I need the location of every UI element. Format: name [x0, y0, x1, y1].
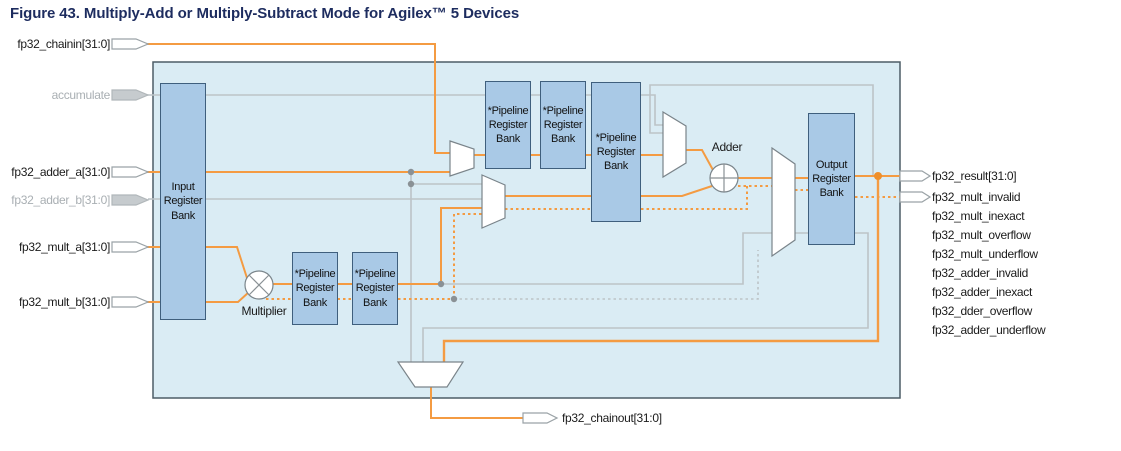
mux-accumulate [662, 110, 687, 179]
output-label-mult-inexact: fp32_mult_inexact [932, 209, 1025, 223]
active-wires [147, 43, 900, 419]
output-label-mult-invalid: fp32_mult_invalid [932, 190, 1021, 204]
mux-output-select [771, 146, 796, 258]
output-label-adder-invalid: fp32_adder_invalid [932, 266, 1029, 280]
mux-adder-input-b [481, 174, 506, 229]
junctions [407, 168, 882, 303]
wire-chainin [147, 43, 450, 154]
muxes [396, 110, 796, 388]
port-mult-b [111, 296, 150, 308]
wire-to-adder-bottom [505, 185, 713, 197]
output-label-mult-underflow: fp32_mult_underflow [932, 247, 1038, 261]
ports [111, 38, 932, 424]
junction-dot [437, 280, 445, 288]
port-chainout [522, 412, 559, 424]
port-accumulate [111, 89, 150, 101]
input-label-adder-a: fp32_adder_a[31:0] [11, 165, 110, 179]
wire-flags-bank-out [641, 186, 748, 210]
pipeline-register-bank-tall: *Pipeline Register Bank [591, 82, 641, 222]
output-register-bank: Output Register Bank [808, 113, 855, 245]
junction-dot [450, 295, 458, 303]
mux-chainout [396, 361, 465, 388]
multiplier-label: Multiplier [241, 304, 287, 318]
adder-symbol [709, 163, 739, 193]
port-adder-a [111, 166, 150, 178]
port-chainin [111, 38, 150, 50]
port-result [899, 170, 932, 182]
wire-mult-flags-gray-dotted [454, 250, 759, 300]
input-label-mult-b: fp32_mult_b[31:0] [19, 295, 110, 309]
input-register-bank: Input Register Bank [160, 83, 206, 320]
mux-chainin-adder-a [449, 140, 475, 177]
wire-chainout-loop [442, 176, 880, 362]
wire-mult-result-loop [422, 232, 869, 362]
output-label-mult-overflow: fp32_mult_overflow [932, 228, 1031, 242]
junction-dot-result [874, 172, 882, 180]
figure-title: Figure 43. Multiply-Add or Multiply-Subt… [10, 5, 520, 22]
output-label-result: fp32_result[31:0] [932, 169, 1017, 183]
junction-dot [407, 168, 415, 176]
output-label-adder-inexact: fp32_adder_inexact [932, 285, 1033, 299]
pipeline-register-bank-mult-1: *Pipeline Register Bank [292, 252, 338, 325]
multiplier-symbol [244, 270, 274, 300]
output-label-adder-overflow: fp32_dder_overflow [932, 304, 1033, 318]
wire-accumulate-feedback [649, 84, 874, 176]
input-label-adder-b: fp32_adder_b[31:0] [11, 193, 110, 207]
plus-icon [710, 164, 738, 192]
junction-dot [407, 180, 415, 188]
multiply-x-icon [248, 274, 270, 296]
port-mult-a [111, 241, 150, 253]
port-adder-b [111, 194, 150, 206]
output-label-adder-underflow: fp32_adder_underflow [932, 323, 1046, 337]
pipeline-register-bank-adder-1: *Pipeline Register Bank [485, 81, 531, 169]
port-mult-invalid [899, 191, 932, 203]
input-label-accumulate: accumulate [51, 88, 111, 102]
wire-mux-to-adder-top [686, 149, 714, 171]
pipeline-register-bank-adder-2: *Pipeline Register Bank [540, 81, 586, 169]
output-label-chainout: fp32_chainout[31:0] [562, 411, 662, 425]
wire-flags-up-to-mux [453, 213, 482, 299]
wire-chainout [430, 387, 523, 419]
pipeline-register-bank-mult-2: *Pipeline Register Bank [352, 252, 398, 325]
input-label-chainin: fp32_chainin[31:0] [17, 37, 110, 51]
adder-label: Adder [711, 140, 743, 154]
input-label-mult-a: fp32_mult_a[31:0] [19, 240, 110, 254]
